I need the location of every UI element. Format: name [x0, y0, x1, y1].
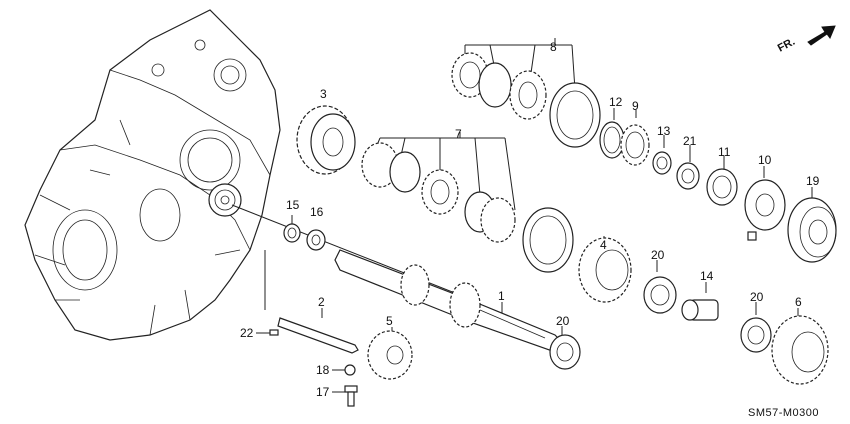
transmission-housing [24, 9, 281, 341]
part-5-reverse-idler-gear [367, 330, 413, 380]
callout-7: 7 [455, 127, 462, 141]
front-direction-arrow: FR. [776, 25, 836, 55]
callout-10: 10 [758, 153, 772, 167]
callout-20-c: 20 [556, 314, 570, 328]
part-21-bearing [676, 162, 700, 190]
callout-16: 16 [310, 205, 324, 219]
callout-22: 22 [240, 326, 254, 340]
callout-14: 14 [700, 269, 714, 283]
callout-6: 6 [795, 295, 802, 309]
front-direction-label: FR. [776, 36, 797, 55]
callout-15: 15 [286, 198, 300, 212]
callout-1: 1 [498, 289, 505, 303]
callout-18: 18 [316, 363, 330, 377]
part-22-pin [269, 329, 279, 336]
part-10-lock-washer [744, 179, 786, 241]
part-13-collar [652, 151, 672, 175]
part-14-spacer [681, 299, 719, 321]
callout-21: 21 [683, 134, 697, 148]
part-7-synchro-set [361, 142, 574, 273]
callout-17: 17 [316, 385, 330, 399]
part-8-synchro-set [451, 52, 601, 148]
arrow-icon [807, 25, 836, 46]
drawing-code: SM57-M0300 [748, 407, 819, 419]
part-2-reverse-shaft [277, 317, 359, 354]
callout-8: 8 [550, 40, 557, 54]
callout-20-a: 20 [651, 248, 665, 262]
part-20-needle-bearing-b [740, 317, 772, 353]
part-15-washer [283, 223, 301, 243]
part-11-collar [706, 168, 738, 206]
part-19-ball-bearing [787, 197, 837, 263]
part-18-washer [344, 364, 356, 376]
callout-11: 11 [718, 145, 731, 159]
callout-4: 4 [600, 238, 607, 252]
callout-12: 12 [609, 95, 623, 109]
callout-3: 3 [320, 87, 327, 101]
callout-9: 9 [632, 99, 639, 113]
part-20-needle-bearing-c [549, 334, 581, 370]
part-9-synchro-ring [620, 124, 650, 166]
part-3-gear [296, 105, 356, 175]
part-20-needle-bearing [643, 276, 677, 314]
part-6-gear [771, 315, 829, 385]
part-4-gear [578, 237, 632, 303]
callout-5: 5 [386, 314, 393, 328]
part-17-bolt [344, 385, 358, 407]
callout-labels: 8 3 12 9 7 13 21 11 10 19 15 16 4 20 14 … [240, 40, 820, 399]
callout-20-b: 20 [750, 290, 764, 304]
part-1-mainshaft [334, 249, 566, 353]
part-12-ring [599, 121, 625, 159]
callout-19: 19 [806, 174, 820, 188]
callout-13: 13 [657, 124, 671, 138]
callout-2: 2 [318, 295, 325, 309]
part-16-washer [306, 229, 326, 251]
